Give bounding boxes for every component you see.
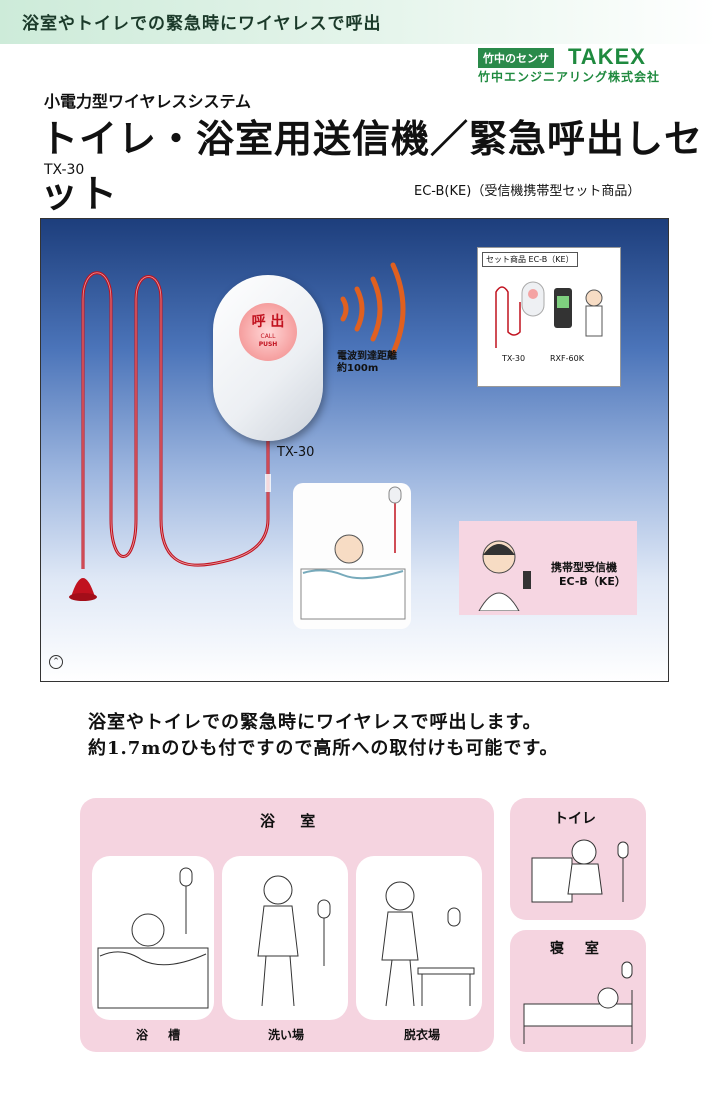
call-button-label: 呼 出 [251,314,285,330]
product-subtitle: 小電力型ワイヤレスシステム [44,92,252,111]
call-button: 呼 出 CALL PUSH [239,303,297,361]
model-number: TX-30 [44,162,85,178]
pull-cord-illustration [69,271,271,601]
tx30-transmitter: 呼 出 CALL PUSH [213,275,323,441]
device-label: TX-30 [277,445,315,460]
bedroom-panel-title: 寝 室 [550,941,607,957]
range-line1: 電波到達距離 [337,351,397,362]
scene-washing-area [222,856,348,1020]
toilet-panel-title: トイレ [554,811,596,827]
receiver-label-2: EC-B（KE） [559,575,626,588]
caption-dressing-room: 脱衣場 [404,1028,441,1042]
set-card-rx-label: RXF-60K [550,354,584,363]
bath-usage-panel: 浴 室 浴 槽 洗い場 脱衣場 [80,798,494,1052]
page-title: トイレ・浴室用送信機／緊急呼出しセット [40,117,704,216]
set-contents-illustration [495,281,603,348]
chevron-up-icon[interactable]: ⌃ [49,655,63,669]
range-line2: 約100m [337,363,379,374]
toilet-illustration [531,839,629,903]
brand-name: TAKEX [568,44,646,69]
caption-bathtub: 浴 槽 [136,1028,189,1042]
brand-logo: 竹中のセンサ TAKEX 竹中エンジニアリング株式会社 [478,44,688,86]
bedroom-usage-panel: 寝 室 [510,930,646,1052]
set-product-card: セット商品 EC-B（KE） TX-30 RXF-60K [477,247,621,387]
toilet-usage-panel: トイレ [510,798,646,920]
bedroom-illustration [523,961,633,1044]
caregiver-illustration [478,540,531,611]
radio-wave-icon [340,262,406,356]
top-banner: 浴室やトイレでの緊急時にワイヤレスで呼出 [0,0,717,44]
call-button-sub2: PUSH [258,341,278,348]
scene-dressing-room [356,856,482,1020]
bathtub-illustration [293,483,411,629]
receiver-label-1: 携帯型受信機 [551,561,617,574]
range-text: 電波到達距離 約100m [337,351,397,375]
portable-receiver-card: 携帯型受信機 EC-B（KE） [459,521,637,615]
brand-tag: 竹中のセンサ [478,48,554,68]
set-card-title: セット商品 EC-B（KE） [482,252,578,267]
hero-image: 呼 出 CALL PUSH TX-30 電波到達距離 約100m セット商品 E… [40,218,669,682]
bath-panel-title: 浴 室 [260,812,326,830]
scene-bathtub [92,856,214,1020]
banner-text: 浴室やトイレでの緊急時にワイヤレスで呼出 [22,14,382,34]
company-name: 竹中エンジニアリング株式会社 [478,70,661,84]
caption-washing-area: 洗い場 [268,1028,305,1042]
call-button-sub1: CALL [260,333,276,340]
set-card-tx-label: TX-30 [502,354,526,363]
description-line-2: 約1.7mのひも付ですので高所への取付けも可能です。 [88,738,559,759]
description-line-1: 浴室やトイレでの緊急時にワイヤレスで呼出します。 [88,712,542,733]
cord-weight [71,578,95,597]
set-product-label: EC-B(KE)（受信機携帯型セット商品） [414,184,641,199]
